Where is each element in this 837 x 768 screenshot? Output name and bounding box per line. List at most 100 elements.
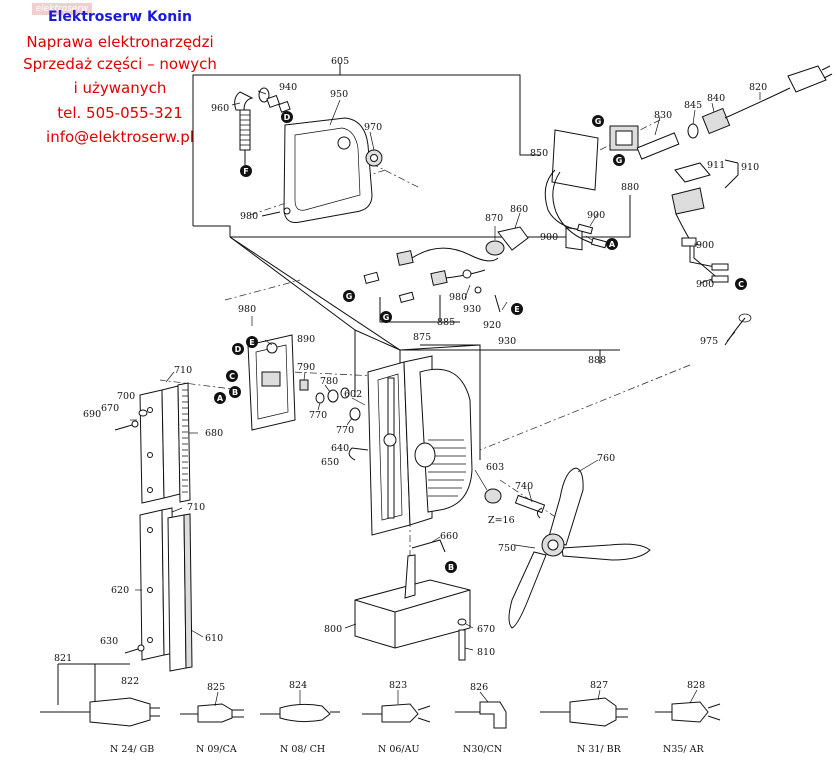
- part-handles-760: [508, 467, 651, 629]
- marker-d-pcb: D: [232, 343, 244, 355]
- svg-text:D: D: [284, 113, 291, 122]
- label-900-c: 900: [696, 240, 714, 251]
- part-switch-911: [671, 162, 729, 283]
- part-labels: 605 940 950 960 970 980 830 845 840 820 …: [54, 56, 767, 693]
- plug-variant-labels: N 24/ GB N 09/CA N 08/ CH N 06/AU N30/CN…: [110, 744, 704, 755]
- part-guide-610: [167, 513, 193, 672]
- label-890: 890: [297, 334, 315, 345]
- variant-n06-au: N 06/AU: [378, 744, 420, 755]
- plug-825: [180, 703, 244, 723]
- marker-g-4: G: [380, 311, 392, 323]
- part-gland-840: [701, 107, 731, 135]
- part-washers-770-790: [299, 379, 361, 421]
- marker-e-pcb: E: [246, 336, 258, 348]
- svg-text:F: F: [243, 167, 248, 176]
- svg-text:C: C: [738, 280, 744, 289]
- label-875: 875: [413, 332, 431, 343]
- label-700: 700: [117, 391, 135, 402]
- label-900-d: 900: [696, 279, 714, 290]
- plug-828: [655, 701, 721, 723]
- label-900-a: 900: [587, 210, 605, 221]
- label-630: 630: [100, 636, 118, 647]
- markers: F D G G A C G G E E D C B A B: [214, 111, 747, 573]
- company-name: Elektroserw Konin: [48, 9, 192, 25]
- svg-text:A: A: [609, 240, 616, 249]
- marker-c-pcb: C: [226, 370, 238, 382]
- part-screw-980-top: [261, 207, 291, 217]
- marker-g-2: G: [613, 154, 625, 166]
- label-930-b: 930: [498, 336, 516, 347]
- label-780: 780: [320, 376, 338, 387]
- part-harness-900: [544, 169, 608, 249]
- label-680: 680: [205, 428, 223, 439]
- part-tube-830: [636, 132, 680, 160]
- label-826: 826: [470, 682, 488, 693]
- label-670-base: 670: [477, 624, 495, 635]
- label-822: 822: [121, 676, 139, 687]
- svg-text:A: A: [217, 394, 224, 403]
- marker-e-right: E: [511, 303, 523, 315]
- variant-n08-ch: N 08/ CH: [280, 744, 325, 755]
- variant-n30-cn: N30/CN: [463, 744, 502, 755]
- label-650: 650: [321, 457, 339, 468]
- label-825: 825: [207, 682, 225, 693]
- label-840: 840: [707, 93, 725, 104]
- part-ring-845: [687, 123, 699, 139]
- marker-b-pcb: B: [229, 386, 241, 398]
- label-690: 690: [83, 409, 101, 420]
- part-switch-plate-850: [551, 129, 599, 251]
- svg-text:C: C: [229, 372, 235, 381]
- part-bolt-810: [457, 618, 467, 661]
- label-770-a: 770: [309, 410, 327, 421]
- part-connectors-875-885: [363, 247, 499, 304]
- svg-text:G: G: [383, 313, 390, 322]
- label-620: 620: [111, 585, 129, 596]
- label-880: 880: [621, 182, 639, 193]
- label-830: 830: [654, 110, 672, 121]
- part-guide-620: [139, 507, 175, 661]
- marker-g-3: G: [343, 290, 355, 302]
- part-bracket-860: [497, 226, 529, 251]
- label-860: 860: [510, 204, 528, 215]
- svg-text:D: D: [235, 345, 242, 354]
- label-960: 960: [211, 103, 229, 114]
- part-cable-820: [724, 65, 833, 119]
- svg-text:B: B: [448, 563, 454, 572]
- label-660: 660: [440, 531, 458, 542]
- part-grommet-603: [484, 488, 502, 504]
- plug-827: [540, 697, 628, 727]
- header-email: info@elektroserw.pl: [46, 128, 194, 146]
- label-845: 845: [684, 100, 702, 111]
- label-670-left: 670: [101, 403, 119, 414]
- label-760: 760: [597, 453, 615, 464]
- label-980-low: 980: [238, 304, 256, 315]
- part-lever-640: [348, 447, 369, 461]
- marker-f: F: [240, 165, 252, 177]
- label-980-mid: 980: [449, 292, 467, 303]
- label-911: 911: [707, 160, 725, 171]
- header-line-2: Sprzedaż części – nowych: [23, 55, 217, 73]
- label-930-a: 930: [463, 304, 481, 315]
- label-810: 810: [477, 647, 495, 658]
- label-920: 920: [483, 320, 501, 331]
- header-line-1: Naprawa elektronarzędzi: [26, 33, 214, 51]
- part-pcb-890: [247, 334, 296, 431]
- label-823: 823: [389, 680, 407, 691]
- label-770-b: 770: [336, 425, 354, 436]
- label-820: 820: [749, 82, 767, 93]
- marker-a-right: A: [606, 238, 618, 250]
- svg-text:G: G: [346, 292, 353, 301]
- label-888: 888: [588, 355, 606, 366]
- plug-823: [362, 703, 431, 723]
- svg-text:E: E: [249, 338, 254, 347]
- label-885: 885: [437, 317, 455, 328]
- part-stand-body-602: [367, 355, 473, 536]
- variant-n24-gb: N 24/ GB: [110, 744, 154, 755]
- label-950: 950: [330, 89, 348, 100]
- header-phone: tel. 505-055-321: [57, 104, 183, 122]
- svg-text:G: G: [616, 156, 623, 165]
- label-602: 602: [344, 389, 362, 400]
- part-cover-950: [283, 117, 373, 223]
